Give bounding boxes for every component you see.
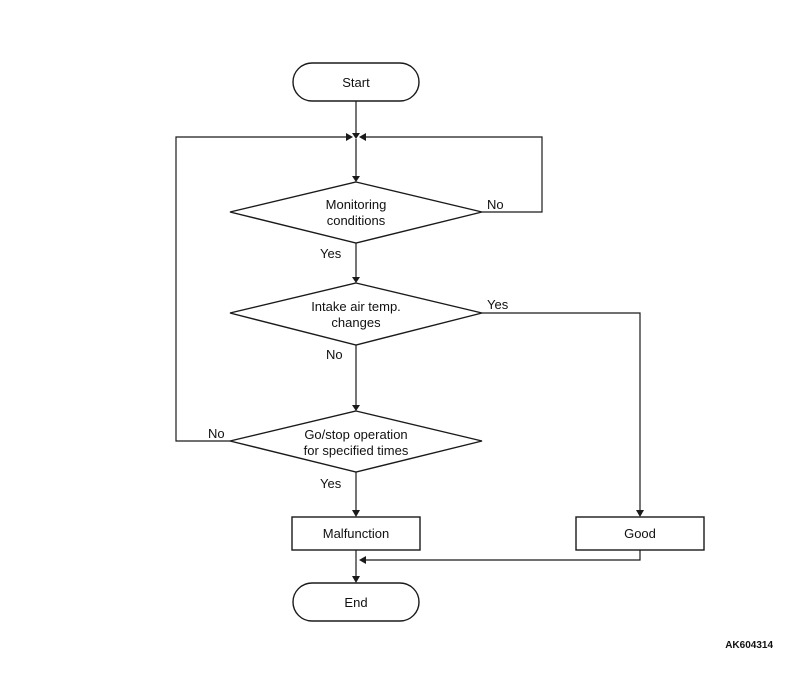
monitoring-no-label: No	[487, 197, 504, 212]
figure-code: AK604314	[725, 640, 773, 651]
good-label: Good	[624, 526, 656, 541]
monitoring-label-line2: conditions	[327, 213, 386, 228]
arrowhead-good	[636, 510, 644, 517]
arrowhead-monitoring	[352, 176, 360, 182]
arrowhead-right-loop	[359, 133, 366, 141]
gostop-no-label: No	[208, 426, 225, 441]
intake-label-line2: changes	[331, 315, 381, 330]
malfunction-label: Malfunction	[323, 526, 389, 541]
arrowhead-left-loop	[346, 133, 353, 141]
start-node: Start	[292, 62, 420, 102]
arrowhead-malfunction	[352, 510, 360, 517]
arrowhead-merge	[359, 556, 366, 564]
edge-monitoring-no-loop	[366, 136, 543, 213]
intake-air-temp-decision: Intake air temp. changes	[229, 282, 483, 346]
end-node: End	[292, 582, 420, 622]
monitoring-yes-label: Yes	[320, 246, 342, 261]
gostop-label-line1: Go/stop operation	[304, 427, 407, 442]
malfunction-node: Malfunction	[291, 516, 421, 551]
good-node: Good	[575, 516, 705, 551]
arrowhead-end	[352, 576, 360, 583]
gostop-operation-decision: Go/stop operation for specified times	[229, 410, 483, 473]
arrowhead-intake	[352, 277, 360, 283]
edge-gostop-no-loop	[175, 136, 346, 442]
intake-yes-label: Yes	[487, 297, 509, 312]
arrowhead-gostop	[352, 405, 360, 411]
end-label: End	[344, 595, 367, 610]
edge-intake-yes	[482, 312, 641, 510]
monitoring-label-line1: Monitoring	[326, 197, 387, 212]
monitoring-conditions-decision: Monitoring conditions	[229, 181, 483, 244]
edge-good-to-end	[366, 550, 641, 561]
gostop-label-line2: for specified times	[304, 443, 409, 458]
intake-no-label: No	[326, 347, 343, 362]
arrowhead-junction	[352, 133, 360, 139]
start-label: Start	[342, 75, 370, 90]
intake-label-line1: Intake air temp.	[311, 299, 401, 314]
gostop-yes-label: Yes	[320, 476, 342, 491]
